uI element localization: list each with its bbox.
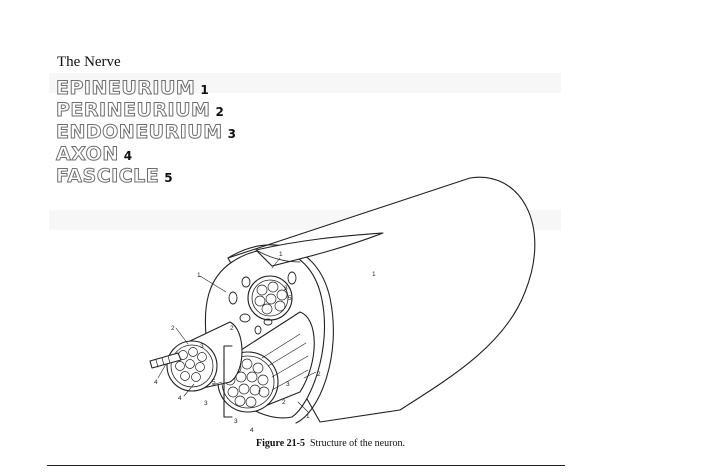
callout-label: 5 — [212, 379, 216, 386]
page-title: The Nerve — [57, 54, 121, 70]
term-number: 5 — [164, 171, 173, 185]
scan-shade-band — [49, 73, 561, 93]
callout-label: 3 — [200, 343, 204, 350]
term-word: AXON — [56, 143, 119, 166]
term-word: ENDONEURIUM — [56, 121, 223, 144]
callout-label: 3 — [286, 381, 290, 388]
term-word: FASCICLE — [55, 165, 160, 188]
fascicle-bracket — [223, 345, 233, 418]
figure-caption: Figure 21-5 Structure of the neuron. — [256, 438, 405, 449]
callout-label: 1 — [372, 271, 376, 278]
term-word: PERINEURIUM — [55, 99, 211, 122]
term-number: 2 — [215, 105, 224, 119]
term-number: 3 — [227, 127, 237, 141]
term-word: EPINEURIUM — [55, 77, 196, 100]
callout-label: 2 — [230, 325, 234, 332]
callout-label: 3 — [284, 285, 288, 292]
callout-label: 4 — [178, 395, 182, 402]
callout-label: 4 — [154, 379, 158, 386]
blood-vessels — [228, 271, 305, 335]
sheath-flap — [255, 232, 384, 267]
page-divider — [47, 465, 565, 466]
callout-label: 4 — [250, 427, 254, 434]
term-item: EPINEURIUM 1 — [55, 77, 236, 100]
callout-label: 1 — [306, 413, 310, 420]
term-item: PERINEURIUM 2 — [55, 99, 236, 122]
figure-caption-label: Figure 21-5 — [256, 438, 305, 449]
term-item: FASCICLE 5 — [55, 165, 236, 188]
callout-label: 3 — [234, 418, 238, 425]
callout-label: 2 — [282, 399, 286, 406]
term-list: EPINEURIUM 1 PERINEURIUM 2 ENDONEURIUM 3 AX… — [55, 77, 237, 188]
callout-label: 1 — [279, 251, 283, 258]
fascicle-cross-section — [247, 275, 293, 321]
term-number: 1 — [200, 83, 209, 97]
callout-label: 2 — [171, 325, 175, 332]
term-number: 4 — [123, 149, 133, 163]
figure-caption-text: Structure of the neuron. — [309, 438, 405, 449]
term-item: ENDONEURIUM 3 — [56, 121, 237, 144]
axon — [149, 352, 182, 369]
term-item: AXON 4 — [56, 143, 236, 166]
callout-label: 5 — [288, 295, 292, 302]
callout-labels: 1 1 1 2 2 2 2 3 3 3 3 3 4 4 4 5 5 1 — [154, 251, 376, 434]
callout-label: 2 — [317, 371, 321, 378]
callout-label: 3 — [204, 400, 208, 407]
callout-label: 1 — [197, 272, 201, 279]
epineurium-outer-rim — [227, 244, 334, 424]
